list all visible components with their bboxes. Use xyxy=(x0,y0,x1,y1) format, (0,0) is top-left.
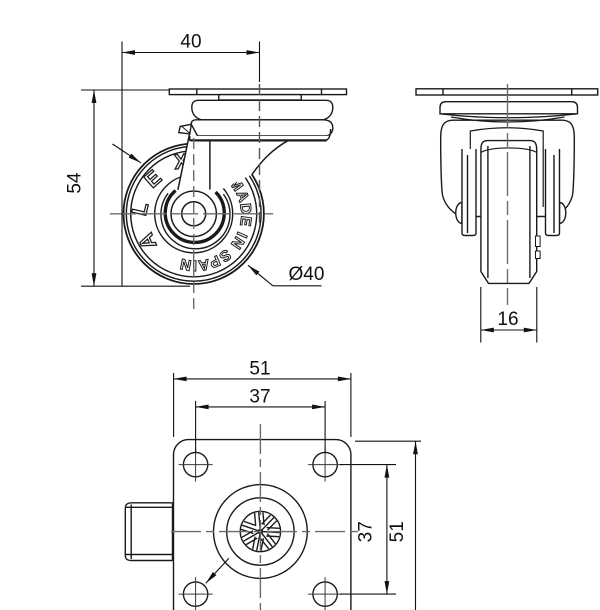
svg-text:40: 40 xyxy=(180,32,201,53)
svg-text:16: 16 xyxy=(497,309,518,330)
svg-text:Ø40: Ø40 xyxy=(289,264,325,285)
svg-text:37: 37 xyxy=(356,521,377,542)
svg-text:54: 54 xyxy=(65,172,86,194)
svg-text:51: 51 xyxy=(249,359,270,380)
svg-text:51: 51 xyxy=(387,521,408,542)
svg-text:37: 37 xyxy=(249,387,270,408)
